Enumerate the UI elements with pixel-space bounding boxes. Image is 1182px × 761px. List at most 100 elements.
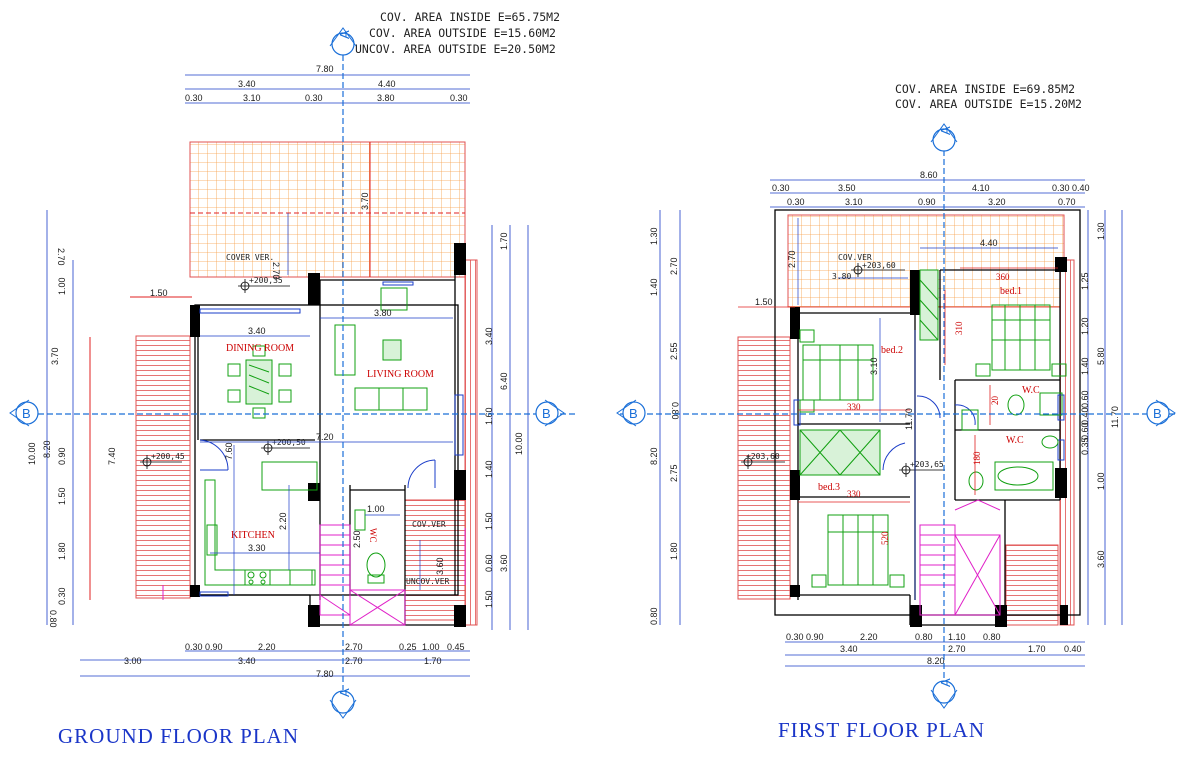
bed-1-furniture [975, 304, 1067, 377]
g-bot-r1-4: 0.25 [399, 642, 417, 652]
axis-a-bottom-label-2: A [938, 678, 953, 687]
f-right-mid-2: 3.60 [1096, 550, 1106, 568]
g-right-inner-3: 1.40 [484, 460, 494, 478]
f-right-inner-3: 0.60 [1080, 390, 1090, 408]
g-bot-r1-3: 2.70 [345, 642, 363, 652]
g-left-inner-5: 0.30 [57, 587, 67, 605]
first-level-3: +203,65 [910, 460, 944, 469]
first-staircase [919, 499, 1001, 616]
f-int-5: 3.10 [869, 357, 879, 375]
bed-1-label: bed.1 [1000, 286, 1022, 297]
g-top-r2-1: 3.10 [243, 93, 261, 103]
g-right-inner-1: 3.40 [484, 327, 494, 345]
g-int-1: 2.70 [271, 262, 281, 280]
ground-left-paving [135, 335, 191, 599]
axis-a-bottom-label: A [337, 688, 352, 697]
cov-ver-label: COV.VER [412, 520, 446, 529]
f-top-r2-2: 0.90 [918, 197, 936, 207]
g-bot-r2-0: 3.00 [124, 656, 142, 666]
f-right-inner-0: 1.25 [1080, 272, 1090, 290]
axis-a-top-label: A [337, 30, 352, 39]
g-bot-r2-1: 3.40 [238, 656, 256, 666]
f-left-inner-4: 1.80 [669, 542, 679, 560]
f-int-0: 4.40 [980, 238, 998, 248]
f-left-outer-0: 1.30 [649, 227, 659, 245]
g-top-r2-3: 3.80 [377, 93, 395, 103]
f-int-1: 360 [996, 272, 1010, 282]
g-right-inner-0: 1.70 [499, 232, 509, 250]
g-right-mid-1: 3.60 [499, 554, 509, 572]
f-int-6: 11.70 [904, 408, 914, 430]
ground-area-outside: COV. AREA OUTSIDE E=15.60M2 [369, 26, 556, 40]
f-top-r1-1: 3.50 [838, 183, 856, 193]
bed-2-label: bed.2 [881, 345, 903, 356]
g-left-inner-0: 1.00 [57, 277, 67, 295]
f-right-inner-6: 0.60 [1080, 422, 1090, 440]
g-bot-r2-3: 1.70 [424, 656, 442, 666]
living-sofa [334, 287, 428, 411]
first-level-2: +203,60 [746, 452, 780, 461]
g-bot-r1-1: 0.90 [205, 642, 223, 652]
g-left-inner-6: 0.80 [48, 610, 58, 628]
f-top-r2-4: 0.70 [1058, 197, 1076, 207]
f-right-inner-5: 0.35 [1080, 437, 1090, 455]
ground-level-3: +200,50 [272, 438, 306, 447]
f-int-12: 3.80 [832, 272, 851, 281]
f-left-outer-3: 0.80 [649, 607, 659, 625]
f-bot-r2-3: 0.40 [1064, 644, 1082, 654]
f-bot-r1-5: 0.80 [983, 632, 1001, 642]
ground-veranda-hatch [189, 141, 466, 278]
g-left-inner-1: 8.20 [42, 440, 52, 458]
kitchen-counter [204, 461, 318, 586]
f-bot-r2-1: 2.70 [948, 644, 966, 654]
g-top-r2-4: 0.30 [450, 93, 468, 103]
ground-floor-plan: DINING ROOM LIVING ROOM KITCHEN WC COVER… [27, 64, 529, 679]
f-top-r2-1: 3.10 [845, 197, 863, 207]
f-right-outer-0: 11.70 [1110, 406, 1120, 428]
bed-2-furniture [799, 329, 874, 413]
g-int-2: 1.50 [150, 288, 168, 298]
g-bot-r1-5: 1.00 [422, 642, 440, 652]
f-top-r2-0: 0.30 [787, 197, 805, 207]
ground-area-inside: COV. AREA INSIDE E=65.75M2 [380, 10, 560, 24]
f-right-inner-7: 1.00 [1096, 472, 1106, 490]
g-left-outer-2: 7.40 [107, 447, 117, 465]
f-top-total: 8.60 [920, 170, 938, 180]
f-top-r1-2: 4.10 [972, 183, 990, 193]
g-right-mid-0: 6.40 [499, 372, 509, 390]
wc-1-label: W.C [1022, 385, 1040, 396]
g-top-r2-0: 0.30 [185, 93, 203, 103]
g-left-inner-4: 1.80 [57, 542, 67, 560]
f-left-inner-3: 2.75 [669, 464, 679, 482]
f-int-10: 1.50 [755, 297, 773, 307]
g-left-mid-0: 10.00 [27, 442, 37, 465]
bed-3-label: bed.3 [818, 482, 840, 493]
f-bot-r1-3: 0.80 [915, 632, 933, 642]
g-right-inner-6: 1.50 [484, 590, 494, 608]
f-int-2: 310 [954, 321, 964, 335]
g-right-inner-4: 1.50 [484, 512, 494, 530]
g-bot-r1-6: 0.45 [447, 642, 465, 652]
g-int-6: 7.60 [224, 442, 234, 460]
wc-2-label: W.C [1006, 435, 1024, 446]
f-top-r1-0: 0.30 [772, 183, 790, 193]
f-bot-r2-2: 1.70 [1028, 644, 1046, 654]
f-int-3: 330 [847, 402, 861, 412]
f-top-r1-3: 0.30 [1052, 183, 1070, 193]
g-bot-r1-2: 2.20 [258, 642, 276, 652]
ground-wc-fixtures [354, 509, 386, 584]
first-cov-ver-label: COV.VER [838, 253, 872, 262]
g-int-10: 2.50 [352, 530, 362, 548]
f-int-11: 2.70 [787, 250, 797, 268]
ground-level-2: +200,45 [151, 452, 185, 461]
g-bot-r2-2: 2.70 [345, 656, 363, 666]
axis-a-top-label-2: A [938, 126, 953, 135]
g-bot-r1-0: 0.30 [185, 642, 203, 652]
kitchen-label: KITCHEN [231, 530, 275, 541]
f-bot-r1-0: 0.30 [786, 632, 804, 642]
axis-b-left-label: B [22, 406, 31, 421]
dining-table [227, 345, 292, 419]
first-area-inside: COV. AREA INSIDE E=69.85M2 [895, 82, 1075, 96]
f-top-r1-4: 0.40 [1072, 183, 1090, 193]
